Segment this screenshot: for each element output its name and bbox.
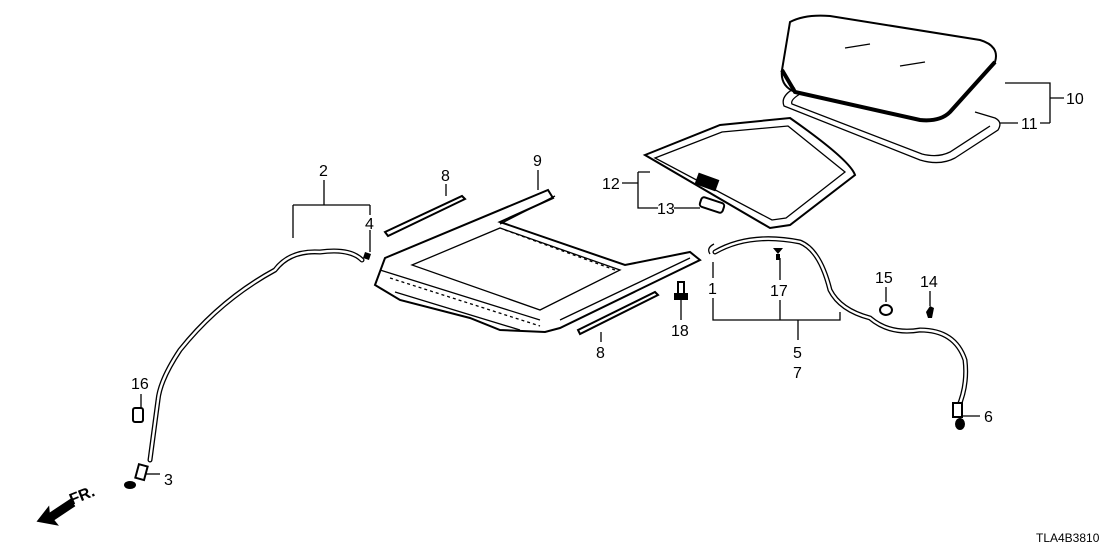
- front-label: FR.: [67, 483, 97, 508]
- hose-joint-left-part[interactable]: [124, 462, 149, 489]
- hose-joint-right-part[interactable]: [952, 402, 965, 430]
- side-strip-lower-part[interactable]: [576, 290, 660, 336]
- callout-17: 17: [770, 283, 788, 300]
- callout-4: 4: [365, 216, 374, 233]
- clip-14-part[interactable]: [926, 306, 934, 318]
- front-direction-arrow: FR.: [36, 483, 97, 526]
- diagram-code: TLA4B3810: [1036, 531, 1100, 545]
- front-right-drain-hose[interactable]: [712, 236, 969, 411]
- callout-5: 5: [793, 345, 802, 362]
- callout-15: 15: [875, 270, 893, 287]
- front-left-drain-hose[interactable]: [147, 248, 365, 463]
- sunroof-glass-part[interactable]: [780, 14, 997, 123]
- callout-14: 14: [920, 274, 938, 291]
- callout-8-upper: 8: [441, 168, 450, 185]
- clip-1-part[interactable]: [708, 243, 715, 255]
- callout-9: 9: [533, 153, 542, 170]
- arrow-left-icon: [36, 498, 76, 526]
- sunshade-part[interactable]: [642, 116, 857, 230]
- callout-7: 7: [793, 365, 802, 382]
- bolt-18-part[interactable]: [674, 281, 688, 300]
- callout-3: 3: [164, 472, 173, 489]
- glass-seal-part[interactable]: [782, 87, 1001, 164]
- callout-2: 2: [319, 163, 328, 180]
- callout-1: 1: [708, 281, 717, 298]
- side-strip-upper-part[interactable]: [383, 194, 467, 238]
- callout-11: 11: [1021, 116, 1038, 133]
- clip-16-part[interactable]: [132, 407, 144, 423]
- clip-17-part[interactable]: [773, 248, 783, 260]
- sunroof-frame-part[interactable]: [373, 188, 702, 334]
- callout-16: 16: [131, 376, 149, 393]
- callout-18: 18: [671, 323, 689, 340]
- sunshade-handle-part[interactable]: [698, 196, 726, 214]
- callout-8-lower: 8: [596, 345, 605, 362]
- callout-12: 12: [602, 176, 620, 193]
- clip-part[interactable]: [363, 252, 371, 260]
- callout-10: 10: [1066, 91, 1084, 108]
- callout-13: 13: [657, 201, 675, 218]
- grommet-15-part[interactable]: [879, 304, 893, 316]
- leader-lines: [140, 82, 1064, 475]
- callout-6: 6: [984, 409, 993, 426]
